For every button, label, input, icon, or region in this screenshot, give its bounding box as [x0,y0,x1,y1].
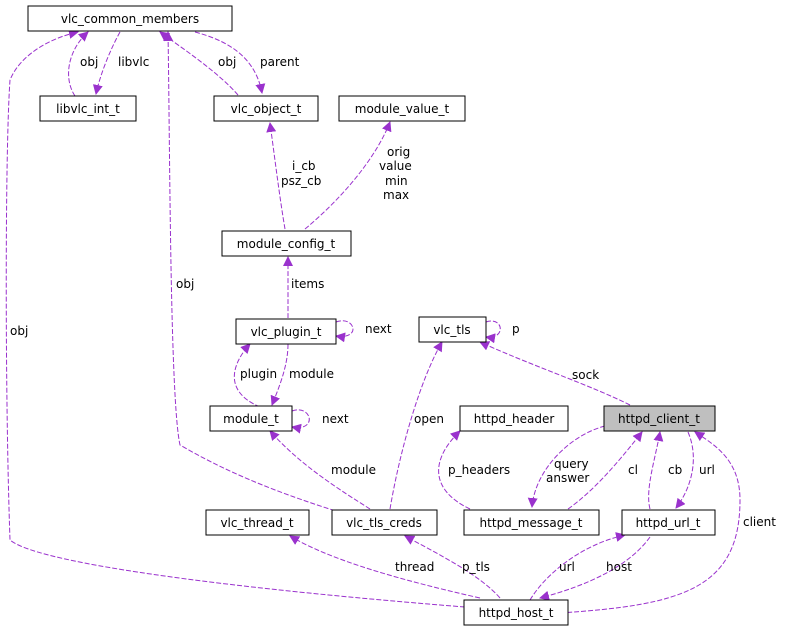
edge-common-to-object-parent [194,31,266,94]
node-httpd-host-t[interactable]: httpd_host_t [463,599,569,626]
edge-label-p: p [512,322,520,336]
edge-url-to-host-host [539,536,651,601]
edge-config-to-value [304,121,392,230]
edge-client-to-message [527,425,606,508]
nodes: vlc_common_members libvlc_int_t vlc_obje… [27,5,716,626]
edge-label-url: url [559,560,575,574]
edge-label-url: url [699,463,715,477]
edge-label-plugin: plugin [240,367,277,381]
edge-label-next: next [365,322,392,336]
edge-label-thread: thread [395,560,434,574]
edge-label-items: items [291,277,324,291]
edge-label-min: min [385,174,408,188]
edge-label-cb: cb [668,463,682,477]
edge-url-to-client-cb [648,431,664,510]
edge-label-answer: answer [546,471,589,485]
edge-label-psz-cb: psz_cb [281,174,321,188]
edge-label-orig: orig [387,145,410,159]
edge-label-obj: obj [218,55,236,69]
svg-text:vlc_plugin_t: vlc_plugin_t [251,325,322,339]
node-httpd-header[interactable]: httpd_header [459,405,569,432]
edge-label-client: client [743,515,776,529]
edge-labels: obj libvlc obj parent obj obj i_cb psz_c… [10,55,776,574]
edge-host-to-creds [404,535,501,599]
edge-message-to-header [438,430,471,510]
node-httpd-client-t[interactable]: httpd_client_t [603,405,716,432]
edge-module-self-next [291,409,310,434]
edge-host-to-thread [289,535,481,599]
node-httpd-url-t[interactable]: httpd_url_t [621,509,716,536]
svg-text:httpd_url_t: httpd_url_t [636,516,701,530]
edge-label-module: module [331,463,376,477]
node-libvlc-int-t[interactable]: libvlc_int_t [39,95,137,122]
edge-module-to-plugin [233,343,261,408]
svg-text:httpd_message_t: httpd_message_t [480,516,583,530]
node-httpd-message-t[interactable]: httpd_message_t [463,509,600,536]
edge-label-i-cb: i_cb [292,159,316,173]
edge-host-to-common-obj [5,29,466,608]
edge-label-p-tls: p_tls [462,560,490,574]
edge-label-value: value [379,159,412,173]
edge-creds-to-common-obj [163,31,356,518]
node-vlc-thread-t[interactable]: vlc_thread_t [205,509,310,536]
edge-label-next: next [322,412,349,426]
svg-text:module_value_t: module_value_t [355,102,450,116]
svg-text:vlc_object_t: vlc_object_t [231,102,302,116]
edge-label-open: open [414,412,444,426]
svg-text:httpd_host_t: httpd_host_t [479,606,554,620]
svg-text:httpd_client_t: httpd_client_t [618,412,700,426]
edge-label-libvlc: libvlc [118,55,149,69]
edge-label-p-headers: p_headers [448,463,510,477]
svg-text:vlc_common_members: vlc_common_members [61,12,199,26]
edge-config-to-object [266,122,286,230]
edge-label-obj: obj [10,324,28,338]
edge-label-max: max [383,188,409,202]
node-vlc-tls[interactable]: vlc_tls [418,316,487,343]
node-module-value-t[interactable]: module_value_t [338,95,466,122]
edge-label-obj: obj [176,277,194,291]
svg-text:vlc_tls_creds: vlc_tls_creds [346,516,422,530]
edge-client-to-tls-sock [479,341,631,406]
edge-client-to-url-url [675,431,694,509]
edge-creds-to-tls-open [389,341,443,510]
edge-libvlc-to-common-obj [68,31,89,97]
edge-label-module: module [289,367,334,381]
edge-plugin-to-module [270,343,289,406]
node-module-config-t[interactable]: module_config_t [221,230,352,257]
node-vlc-tls-creds[interactable]: vlc_tls_creds [331,509,438,536]
edge-label-sock: sock [572,368,599,382]
edge-plugin-self-next [335,320,354,343]
edge-creds-to-module [269,430,371,510]
edge-label-parent: parent [260,55,300,69]
svg-text:vlc_thread_t: vlc_thread_t [220,516,293,530]
edge-label-cl: cl [628,463,638,477]
svg-text:vlc_tls: vlc_tls [433,323,470,337]
svg-text:libvlc_int_t: libvlc_int_t [56,102,120,116]
node-vlc-plugin-t[interactable]: vlc_plugin_t [235,318,337,345]
svg-text:httpd_header: httpd_header [474,412,555,426]
edge-label-obj: obj [80,55,98,69]
svg-text:module_config_t: module_config_t [237,237,336,251]
node-vlc-common-members[interactable]: vlc_common_members [27,5,233,32]
edge-label-host: host [606,560,632,574]
edge-common-to-libvlc-libvlc [92,31,121,95]
svg-text:module_t: module_t [223,412,279,426]
edge-tls-self-p [485,320,501,344]
edge-message-to-client-cl [567,431,643,510]
node-vlc-object-t[interactable]: vlc_object_t [213,95,319,122]
edge-label-query: query [554,457,589,471]
edge-host-to-url-url [529,532,626,601]
node-module-t[interactable]: module_t [209,405,293,432]
edges [5,29,741,614]
edge-host-to-client-client [559,431,741,614]
